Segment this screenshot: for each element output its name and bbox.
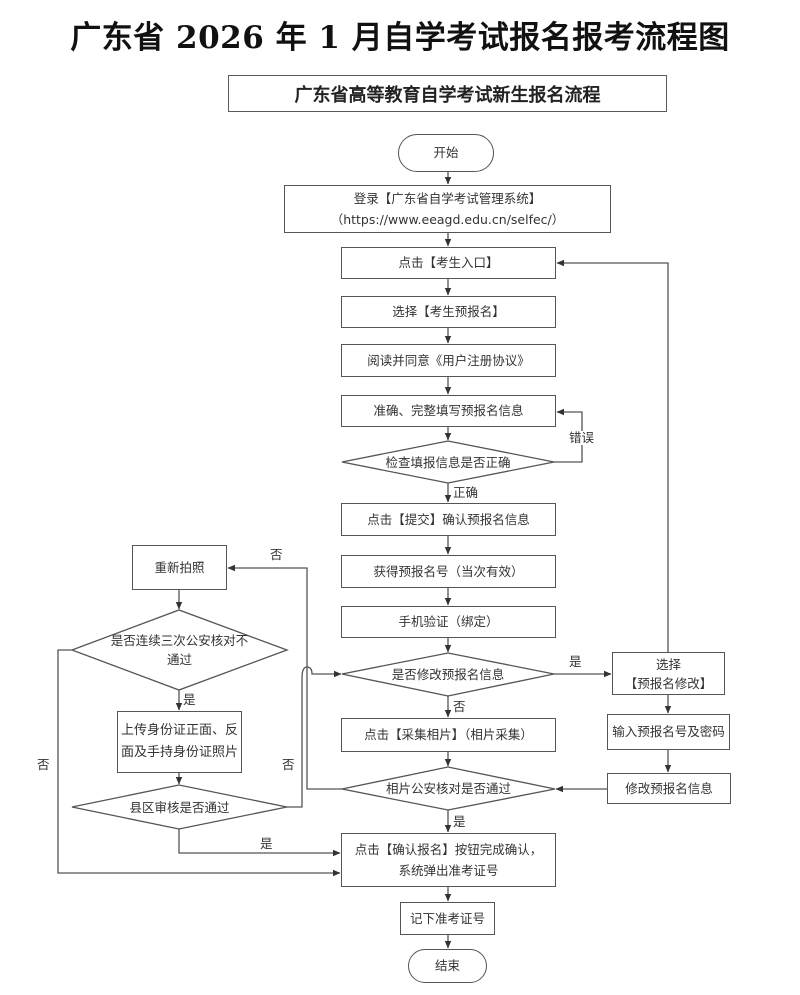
edge-label-county-yes: 是 <box>260 836 273 851</box>
select-modify-line1: 选择 <box>655 656 681 672</box>
start-label: 开始 <box>433 145 459 160</box>
record-step: 记下准考证号 <box>400 902 495 935</box>
retake-photo-label: 重新拍照 <box>154 559 205 575</box>
input-number-label: 输入预报名号及密码 <box>612 724 725 739</box>
edge-threefail-no <box>57 649 341 877</box>
decision-three-fail-shape <box>70 609 289 691</box>
modify-decision-label: 是否修改预报名信息 <box>391 667 505 682</box>
click-entry-label: 点击【考生入口】 <box>398 255 499 270</box>
start-terminal: 开始 <box>398 134 494 172</box>
decision-check-info: 检查填报信息是否正确 <box>342 441 554 483</box>
fill-info-step: 准确、完整填写预报名信息 <box>341 395 556 427</box>
edge-label-photo-no: 否 <box>270 547 283 562</box>
phone-verify-step: 手机验证（绑定） <box>341 606 556 638</box>
edge-label-modify-no: 否 <box>453 699 466 714</box>
retake-photo-step: 重新拍照 <box>132 545 227 590</box>
edge-county-yes <box>178 829 341 857</box>
collect-photo-step: 点击【采集相片】（相片采集） <box>341 718 556 752</box>
select-modify-line2: 【预报名修改】 <box>624 675 713 691</box>
login-step: 登录【广东省自学考试管理系统】 （https://www.eeagd.edu.c… <box>284 185 611 233</box>
modify-info-label: 修改预报名信息 <box>625 780 713 796</box>
edge-label-check-right: 正确 <box>453 485 479 500</box>
three-fail-line1: 是否连续三次公安核对不 <box>110 633 249 648</box>
flow-subtitle: 广东省高等教育自学考试新生报名流程 <box>294 84 601 106</box>
fill-info-label: 准确、完整填写预报名信息 <box>373 403 524 418</box>
decision-county-review: 县区审核是否通过 <box>72 785 287 829</box>
three-fail-line2: 通过 <box>166 652 192 667</box>
submit-step: 点击【提交】确认预报名信息 <box>341 503 556 536</box>
get-number-step: 获得预报名号（当次有效） <box>341 555 556 588</box>
login-line1: 登录【广东省自学考试管理系统】 <box>353 191 542 206</box>
page-title: 广东省 2026 年 1 月自学考试报名报考流程图 <box>70 20 730 56</box>
input-number-step: 输入预报名号及密码 <box>607 714 730 750</box>
confirm-line1: 点击【确认报名】按钮完成确认， <box>354 842 543 857</box>
edge-label-threefail-yes: 是 <box>183 692 196 707</box>
read-agree-label: 阅读并同意《用户注册协议》 <box>367 352 530 368</box>
confirm-step: 点击【确认报名】按钮完成确认， 系统弹出准考证号 <box>341 833 556 887</box>
edge-photocheck-no <box>227 564 342 790</box>
edge-county-no <box>287 666 342 808</box>
read-agree-step: 阅读并同意《用户注册协议》 <box>341 344 556 377</box>
decision-photo-check-shape <box>341 766 556 811</box>
upload-id-line2: 面及手持身份证照片 <box>120 745 238 760</box>
upload-id-line1: 上传身份证正面、反 <box>120 723 238 738</box>
decision-three-fail: 是否连续三次公安核对不 通过 <box>72 610 287 690</box>
photo-check-label: 相片公安核对是否通过 <box>385 781 511 796</box>
edge-label-modify-yes: 是 <box>569 654 582 669</box>
select-prereg-label: 选择【考生预报名】 <box>392 304 505 319</box>
decision-modify: 是否修改预报名信息 <box>342 653 554 696</box>
edge-label-photo-yes: 是 <box>453 814 466 829</box>
check-info-label: 检查填报信息是否正确 <box>385 454 511 470</box>
edge-label-threefail-no: 否 <box>37 757 50 772</box>
upload-id-step: 上传身份证正面、反 面及手持身份证照片 <box>117 711 242 773</box>
edge-label-check-wrong: 错误 <box>568 430 596 445</box>
county-review-label: 县区审核是否通过 <box>129 799 230 815</box>
edge-label-county-no: 否 <box>282 757 295 772</box>
select-modify-step: 选择 【预报名修改】 <box>612 652 725 695</box>
phone-verify-label: 手机验证（绑定） <box>398 614 499 629</box>
edge-selectmodify-back-to-entry <box>556 259 669 652</box>
submit-label: 点击【提交】确认预报名信息 <box>367 511 530 527</box>
get-number-label: 获得预报名号（当次有效） <box>373 563 524 579</box>
end-terminal: 结束 <box>408 949 487 983</box>
click-entry-step: 点击【考生入口】 <box>341 247 556 279</box>
modify-info-step: 修改预报名信息 <box>607 773 731 804</box>
end-label: 结束 <box>434 958 460 973</box>
collect-photo-label: 点击【采集相片】（相片采集） <box>364 727 533 742</box>
login-url: （https://www.eeagd.edu.cn/selfec/） <box>330 212 565 227</box>
flow-subtitle-box: 广东省高等教育自学考试新生报名流程 <box>228 75 667 112</box>
decision-photo-check: 相片公安核对是否通过 <box>342 767 555 810</box>
select-prereg-step: 选择【考生预报名】 <box>341 296 556 328</box>
record-label: 记下准考证号 <box>409 910 485 926</box>
confirm-line2: 系统弹出准考证号 <box>398 863 499 878</box>
